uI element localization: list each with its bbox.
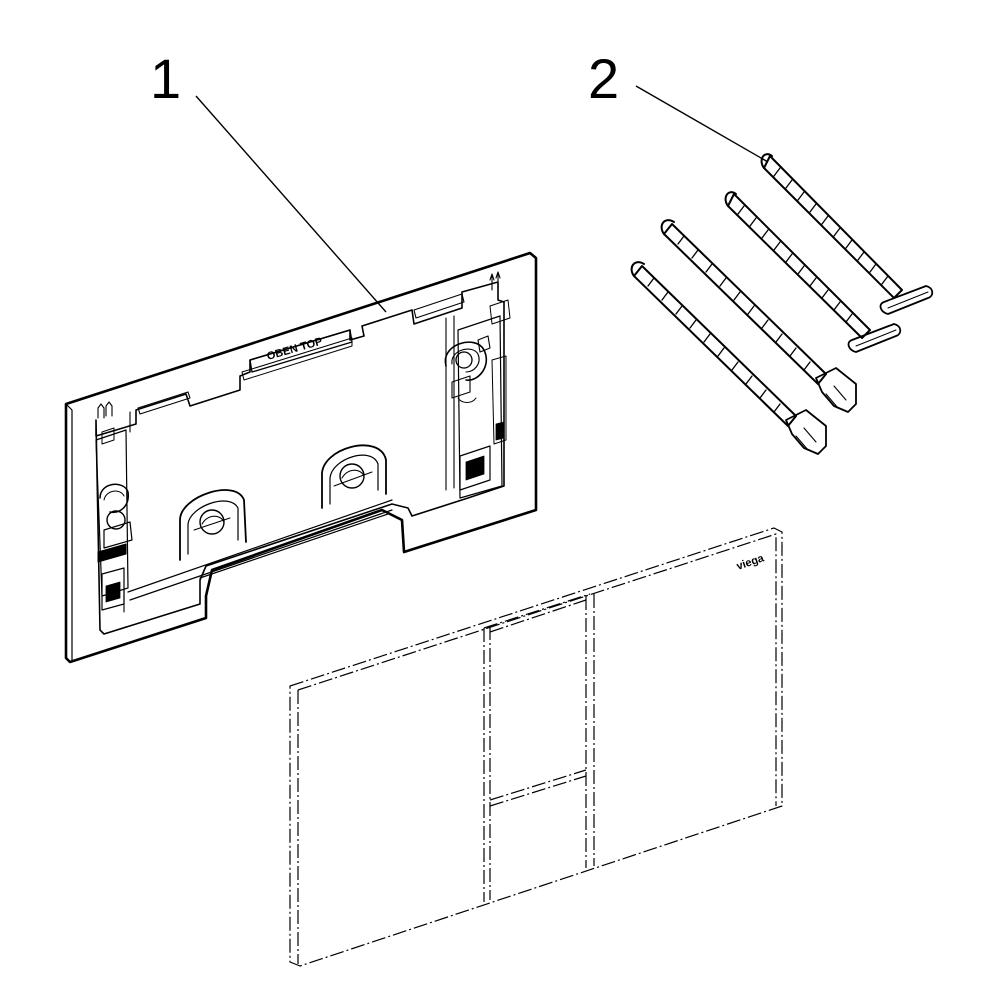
threaded-rod-d [630, 261, 827, 455]
threaded-rods [630, 153, 934, 455]
leader-line-2 [635, 85, 769, 163]
callout-number-2: 2 [588, 47, 619, 110]
threaded-rod-b [724, 191, 902, 353]
threaded-rod-c [660, 219, 857, 413]
threaded-rod-a [760, 153, 934, 315]
flush-plate-outline [289, 527, 783, 967]
leader-line-1 [195, 95, 387, 313]
callout-number-1: 1 [150, 47, 181, 110]
mounting-frame [64, 251, 538, 664]
brand-logo-text: viega [735, 552, 766, 573]
